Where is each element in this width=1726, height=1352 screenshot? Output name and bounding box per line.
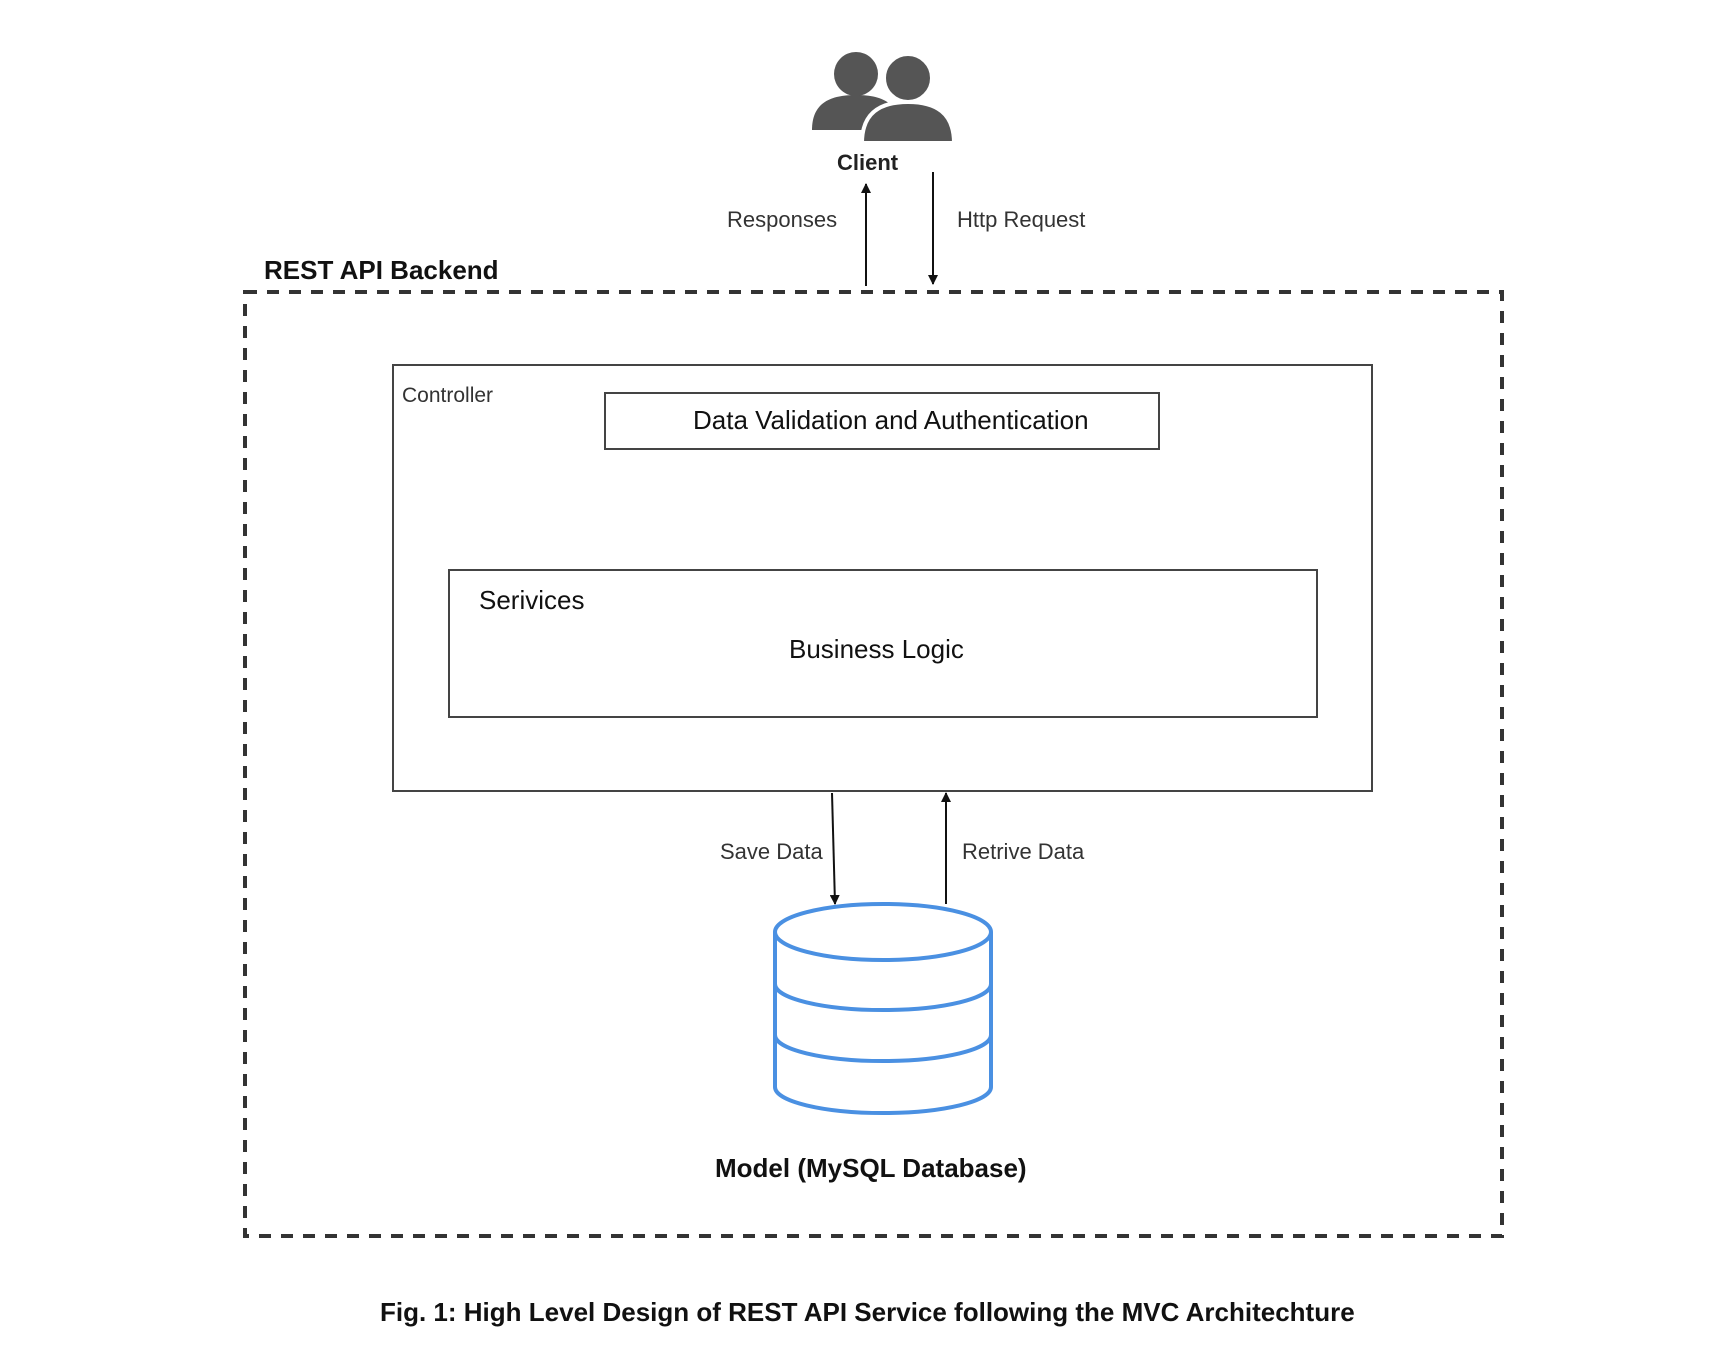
- controller-label: Controller: [402, 384, 494, 407]
- http-request-label: Http Request: [957, 207, 1086, 232]
- users-icon: [812, 52, 957, 145]
- database-icon: [773, 902, 993, 1115]
- figure-caption: Fig. 1: High Level Design of REST API Se…: [380, 1297, 1355, 1327]
- responses-label: Responses: [727, 207, 838, 232]
- backend-title: REST API Backend: [264, 255, 499, 285]
- client-label: Client: [837, 150, 899, 175]
- save-data-label: Save Data: [720, 839, 823, 864]
- validation-label: Data Validation and Authentication: [693, 405, 1089, 435]
- business-logic-label: Business Logic: [789, 634, 964, 664]
- validation-box: [604, 392, 1160, 450]
- services-box: [448, 569, 1318, 718]
- save-data-arrow: [829, 792, 840, 905]
- services-label: Serivices: [479, 585, 585, 615]
- retrive-data-label: Retrive Data: [962, 839, 1085, 864]
- model-label: Model (MySQL Database): [715, 1153, 1027, 1183]
